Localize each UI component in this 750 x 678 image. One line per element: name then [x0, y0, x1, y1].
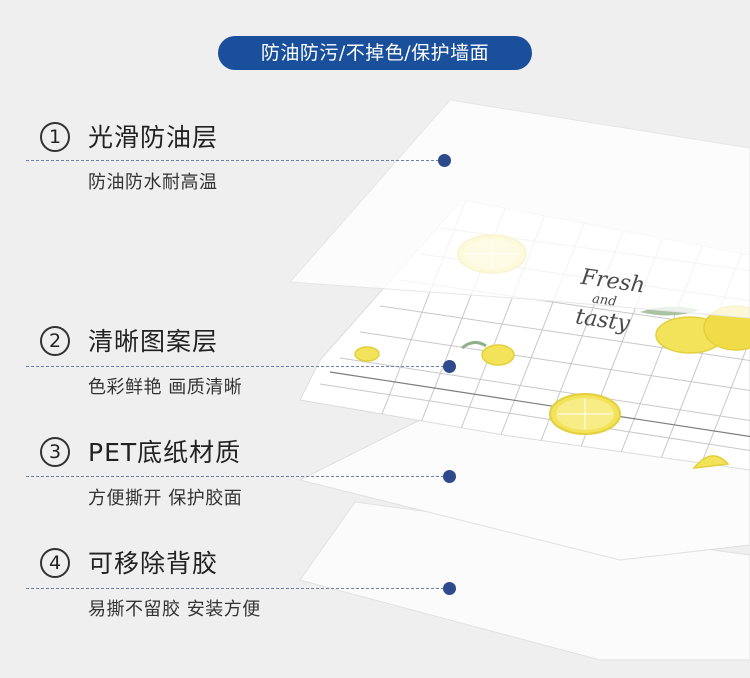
layer-2-subtitle: 色彩鲜艳 画质清晰 — [88, 377, 243, 398]
layer-1-number: 1 — [40, 122, 70, 152]
layer-3-marker-dot — [443, 470, 456, 483]
layer-4-number: 4 — [40, 548, 70, 578]
layer-3-subtitle: 方便撕开 保护胶面 — [88, 488, 243, 509]
layer-1-subtitle: 防油防水耐高温 — [88, 172, 218, 193]
layer-2-number: 2 — [40, 326, 70, 356]
layer-2-leader-line — [26, 366, 444, 367]
layer-4-marker-dot — [443, 582, 456, 595]
layer-2-title: 清晰图案层 — [88, 327, 219, 356]
layer-1-marker-dot — [438, 154, 451, 167]
layer-4-subtitle: 易撕不留胶 安装方便 — [88, 599, 261, 620]
layer-3-leader-line — [26, 476, 444, 477]
layer-3-number: 3 — [40, 437, 70, 467]
layer-4-leader-line — [26, 588, 444, 589]
layer-1-title: 光滑防油层 — [88, 123, 219, 152]
layer-1-leader-line — [26, 160, 444, 161]
layer-2-marker-dot — [443, 360, 456, 373]
lemon-slice-small — [354, 346, 380, 362]
script-text: Fresh and tasty — [574, 265, 647, 337]
oil-proof-sheet — [288, 99, 750, 319]
layer-3-title: PET底纸材质 — [88, 438, 242, 467]
lemon-slice-bottom — [549, 393, 621, 435]
layer-4-title: 可移除背胶 — [88, 549, 219, 578]
lemon-wedge-right — [692, 455, 730, 469]
lemon-whole-small — [461, 341, 515, 366]
header-pill: 防油防污/不掉色/保护墙面 — [218, 36, 532, 70]
